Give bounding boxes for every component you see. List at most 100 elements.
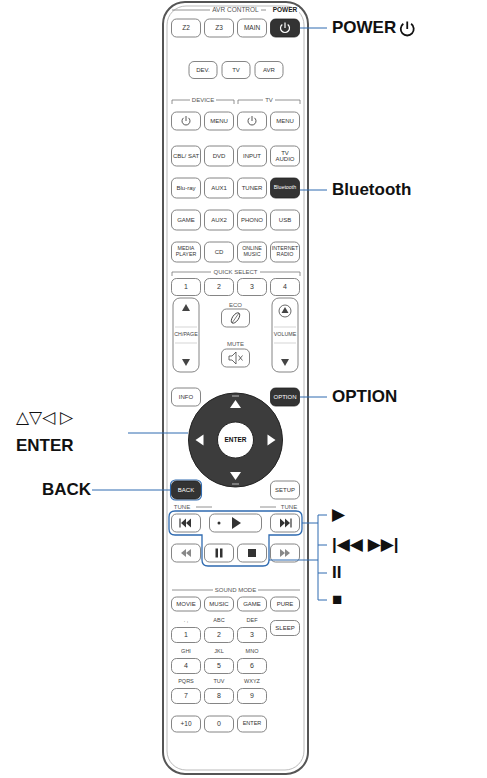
- leader-line: [300, 190, 327, 191]
- group-line: [172, 100, 173, 104]
- button-label: OPTION: [272, 394, 299, 400]
- callout-label: BACK: [42, 481, 91, 499]
- remote-button: [172, 481, 201, 499]
- remote-button: [205, 210, 234, 230]
- panel-label: WXYZ: [244, 679, 260, 685]
- remote-button: [172, 628, 201, 643]
- pause-icon: [216, 549, 219, 558]
- remote-button: [205, 19, 234, 37]
- leader-line: [302, 523, 318, 524]
- button-label: Z2: [173, 25, 200, 32]
- remote-button: [271, 242, 300, 262]
- button-label: BACK: [173, 487, 200, 493]
- remote-button: [238, 689, 267, 704]
- remote-button: [172, 597, 201, 611]
- remote-button: [172, 146, 201, 166]
- remote-button: [205, 716, 234, 732]
- button-label: Z3: [206, 25, 233, 32]
- leader-line: [318, 600, 327, 601]
- fast-forward-button: [271, 544, 300, 562]
- arrow-icon: [280, 519, 285, 528]
- remote-body: [163, 2, 308, 774]
- panel-label: CH/PAGE: [174, 332, 197, 338]
- back-highlight: [171, 480, 202, 500]
- group-line: [172, 272, 173, 276]
- remote-button: [205, 279, 234, 296]
- button-label: DEV.: [190, 67, 216, 73]
- button-label: 1: [173, 283, 200, 290]
- button-label: 9: [239, 692, 266, 699]
- leader-line: [318, 573, 327, 574]
- remote-button: [255, 62, 283, 79]
- skip-back-button: [172, 514, 201, 532]
- remote-button: [238, 659, 267, 674]
- remote-inner-edge: [167, 6, 304, 770]
- button-label: INPUT: [239, 153, 266, 159]
- button-label: +10: [173, 721, 200, 728]
- button-label: AVR: [256, 67, 282, 73]
- group-line: [290, 519, 291, 528]
- remote-button: [238, 178, 267, 198]
- eco-leaf-icon: [232, 313, 239, 323]
- button-label: CD: [206, 249, 233, 255]
- button-label: SLEEP: [272, 625, 299, 631]
- remote-button: [271, 621, 300, 636]
- button-label: 3: [239, 283, 266, 290]
- button-label: Blu-ray: [173, 185, 200, 191]
- button-label: MENU: [272, 118, 299, 124]
- callout-label: OPTION: [332, 388, 397, 406]
- remote-button: [205, 112, 234, 130]
- panel-label: MUTE: [227, 341, 244, 347]
- remote-button: [238, 279, 267, 296]
- arrow-icon: [285, 519, 290, 528]
- remote-button: [238, 242, 267, 262]
- rocker-divider: [274, 327, 296, 328]
- arrow-icon: [232, 517, 241, 529]
- remote-button: [205, 628, 234, 643]
- callout-label: |◀◀ ▶▶|: [332, 536, 399, 554]
- leader-line: [128, 433, 188, 434]
- mute-icon: [239, 356, 243, 361]
- button-label: 5: [206, 662, 233, 669]
- pause-icon: [220, 549, 223, 558]
- button-label: GAME: [173, 217, 200, 223]
- remote-button: [172, 388, 201, 406]
- remote-button: [205, 659, 234, 674]
- panel-label: PQRS: [178, 679, 194, 685]
- remote-button: [172, 178, 201, 198]
- callout-label: ENTER: [16, 437, 74, 455]
- remote-button: [271, 146, 300, 166]
- remote-button: [271, 112, 300, 130]
- remote-button: [271, 481, 300, 499]
- record-dot: [218, 522, 221, 525]
- remote-button: [172, 659, 201, 674]
- arrow-icon: [268, 435, 276, 446]
- group-line: [234, 100, 235, 104]
- skip-forward-button: [271, 514, 300, 532]
- button-label: MUSIC: [206, 601, 233, 607]
- arrow-icon: [280, 549, 285, 557]
- power-icon: [406, 22, 408, 30]
- button-label: INFO: [173, 394, 200, 400]
- leader-line: [92, 490, 171, 491]
- panel-label: VOLUME: [274, 332, 296, 338]
- remote-button: [238, 146, 267, 166]
- panel-label: TUNE: [281, 504, 297, 510]
- remote-button: [205, 242, 234, 262]
- remote-button: [205, 146, 234, 166]
- arrow-icon: [281, 359, 289, 366]
- button-label: PURE: [272, 601, 299, 607]
- device-power-button: [172, 112, 201, 130]
- button-label: SETUP: [272, 487, 299, 493]
- button-label: ENTER: [239, 721, 266, 727]
- play-button: [210, 514, 262, 532]
- stop-icon: [248, 549, 256, 557]
- dpad-ring: [189, 393, 283, 487]
- group-line: [300, 272, 301, 276]
- arrow-icon: [285, 549, 290, 557]
- power-icon: [252, 116, 253, 121]
- panel-label: MNO: [246, 649, 259, 655]
- panel-label: DEF: [247, 618, 258, 624]
- arrow-icon: [182, 304, 190, 311]
